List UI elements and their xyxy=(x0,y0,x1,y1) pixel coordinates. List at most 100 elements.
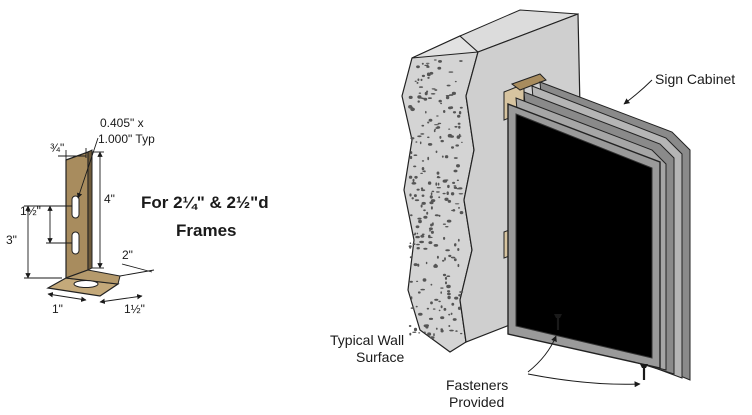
stipple-dot xyxy=(435,150,438,154)
dim-height-label: 4" xyxy=(104,192,115,206)
cabinet-face-panel xyxy=(515,113,653,359)
bracket-detail: 0.405" x 1.000" Typ ¾" 4" 1½" 3" 2" 1" 1… xyxy=(6,116,269,316)
stipple-dot xyxy=(415,141,418,143)
stipple-dot xyxy=(413,154,418,156)
stipple-dot xyxy=(453,169,458,173)
fasteners-leader-left xyxy=(527,335,557,373)
stipple-dot xyxy=(438,99,442,103)
stipple-dot xyxy=(448,128,451,130)
stipple-dot xyxy=(431,88,436,90)
stipple-dot xyxy=(459,60,463,62)
stipple-dot xyxy=(420,204,423,208)
bracket-lower-slot xyxy=(71,231,80,255)
stipple-dot xyxy=(408,325,412,327)
stipple-dot xyxy=(421,74,425,78)
stipple-dot xyxy=(420,288,426,291)
stipple-dot xyxy=(443,110,446,113)
stipple-dot xyxy=(427,156,430,161)
stipple-dot xyxy=(434,89,438,91)
wall-label-line-1: Typical Wall xyxy=(330,332,404,348)
stipple-dot xyxy=(446,275,451,278)
stipple-dot xyxy=(429,230,431,232)
sign-cabinet-leader xyxy=(623,79,653,105)
stipple-dot xyxy=(410,214,413,217)
stipple-dot xyxy=(409,155,413,160)
stipple-dot xyxy=(427,332,432,336)
stipple-dot xyxy=(440,305,443,309)
bracket-upper-slot xyxy=(71,195,80,219)
stipple-dot xyxy=(456,179,459,182)
stipple-dot xyxy=(449,329,454,332)
stipple-dot xyxy=(438,214,441,217)
stipple-dot xyxy=(451,302,455,306)
stipple-dot xyxy=(440,287,444,289)
stipple-dot xyxy=(412,178,415,183)
stipple-dot xyxy=(457,248,460,251)
stipple-dot xyxy=(460,332,463,335)
stipple-dot xyxy=(418,92,422,94)
stipple-dot xyxy=(425,261,428,265)
stipple-dot xyxy=(428,236,433,239)
dim-slot-spacing-label: 1½" xyxy=(20,204,41,218)
stipple-dot xyxy=(420,187,424,190)
stipple-dot xyxy=(447,290,451,293)
stipple-dot xyxy=(434,128,436,131)
stipple-dot xyxy=(450,312,453,315)
stipple-dot xyxy=(425,110,427,114)
stipple-dot xyxy=(421,167,425,171)
stipple-dot xyxy=(442,223,446,225)
stipple-dot xyxy=(421,124,425,127)
stipple-dot xyxy=(428,118,433,122)
stipple-dot xyxy=(454,203,460,205)
slot-callout-line-1: 0.405" x xyxy=(100,116,144,130)
stipple-dot xyxy=(431,190,435,193)
stipple-dot xyxy=(437,182,440,186)
stipple-dot xyxy=(447,295,451,300)
stipple-dot xyxy=(458,135,462,137)
stipple-dot xyxy=(459,291,464,293)
stipple-dot xyxy=(434,298,439,301)
stipple-dot xyxy=(459,106,463,109)
stipple-dot xyxy=(411,182,417,185)
stipple-dot xyxy=(409,256,412,259)
stipple-dot xyxy=(420,78,423,82)
stipple-dot xyxy=(458,133,461,136)
stipple-dot xyxy=(440,291,443,294)
stipple-dot xyxy=(434,214,439,217)
stipple-dot xyxy=(448,313,451,316)
dim-top-label: ¾" xyxy=(50,141,64,155)
stipple-dot xyxy=(424,91,428,96)
dim-depth-line xyxy=(121,263,153,273)
stipple-dot xyxy=(446,219,452,223)
dim-base-slot-label: 1" xyxy=(52,302,63,316)
wall-label-line-2: Surface xyxy=(356,349,404,365)
stipple-dot xyxy=(430,206,433,210)
stipple-dot xyxy=(417,217,422,220)
stipple-dot xyxy=(458,125,461,129)
stipple-dot xyxy=(409,193,412,197)
stipple-dot xyxy=(436,187,441,189)
stipple-dot xyxy=(426,64,429,67)
stipple-dot xyxy=(454,243,457,245)
installation-view: Sign Cabinet Typical Wall Surface Fasten… xyxy=(330,9,735,410)
stipple-dot xyxy=(444,257,446,261)
stipple-dot xyxy=(428,227,433,231)
stipple-dot xyxy=(452,111,457,114)
stipple-dot xyxy=(416,280,419,282)
stipple-dot xyxy=(457,238,460,242)
stipple-dot xyxy=(444,155,449,159)
fastener-right xyxy=(640,364,648,380)
stipple-dot xyxy=(423,215,428,219)
stipple-dot xyxy=(449,135,454,138)
stipple-dot xyxy=(428,241,433,245)
stipple-dot xyxy=(456,188,461,190)
stipple-dot xyxy=(436,255,439,259)
stipple-dot xyxy=(435,327,438,330)
stipple-dot xyxy=(423,331,426,334)
stipple-dot xyxy=(457,122,461,125)
stipple-dot xyxy=(461,141,463,143)
stipple-dot xyxy=(408,105,413,109)
stipple-dot xyxy=(429,195,433,199)
